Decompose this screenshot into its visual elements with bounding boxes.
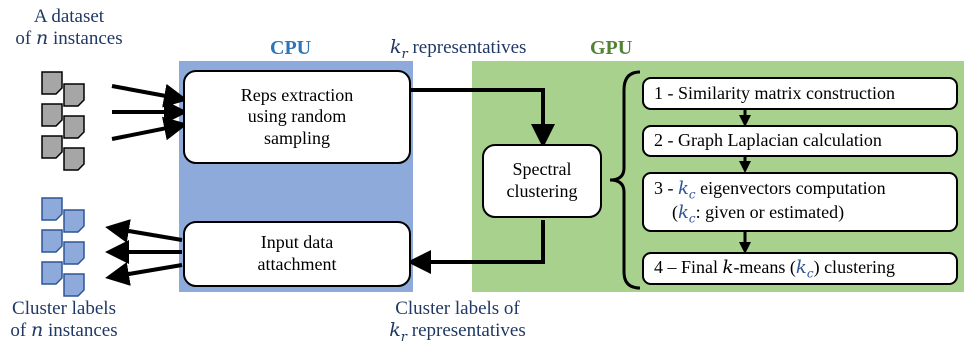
step-4-kmeans-box: 4 – Final k-means (kc) clustering — [642, 252, 958, 285]
step-4-text: 4 – Final k-means (kc) clustering — [654, 256, 896, 281]
step-3-eigenvectors-box: 3 - kc eigenvectors computation (kc: giv… — [642, 172, 958, 232]
dataset-label: A dataset of n instances — [10, 6, 128, 50]
step-3-line2: (kc: given or estimated) — [672, 202, 845, 226]
dataset-label-line2: of n instances — [15, 26, 123, 49]
step-3-line1: 3 - kc eigenvectors computation — [654, 178, 886, 202]
document-stack-gray-icon — [41, 71, 85, 171]
spectral-clustering-box: Spectral clustering — [482, 144, 602, 218]
reps-extraction-line2: using random — [247, 106, 347, 127]
step-2-text: 2 - Graph Laplacian calculation — [654, 130, 882, 151]
document-stack-blue-icon — [41, 197, 85, 297]
reps-extraction-line3: sampling — [264, 127, 330, 148]
step-2-laplacian-box: 2 - Graph Laplacian calculation — [642, 125, 958, 157]
kr-representatives-label: kr representatives — [390, 36, 527, 62]
step-1-similarity-box: 1 - Similarity matrix construction — [642, 77, 958, 110]
cluster-labels-kr-line2: kr representatives — [389, 318, 526, 345]
input-data-line1: Input data — [260, 232, 334, 253]
spectral-line2: clustering — [506, 181, 578, 201]
input-data-line2: attachment — [257, 254, 337, 274]
reps-extraction-line1: Reps extraction — [240, 84, 354, 105]
gpu-header: GPU — [590, 37, 633, 59]
step-1-text: 1 - Similarity matrix construction — [654, 82, 895, 103]
spectral-to-attachment-arrow — [407, 220, 545, 274]
cluster-labels-line2: of n instances — [10, 318, 118, 341]
cpu-header: CPU — [270, 37, 312, 59]
dataset-label-line1: A dataset — [33, 6, 105, 27]
input-arrow-3 — [111, 116, 188, 141]
reps-to-spectral-arrow — [411, 88, 555, 148]
output-arrow-1 — [105, 219, 183, 243]
input-data-attachment-box: Input data attachment — [183, 221, 411, 287]
steps-brace — [609, 70, 641, 290]
output-arrow-3 — [105, 262, 183, 286]
spectral-line1: Spectral — [512, 159, 572, 180]
reps-extraction-box: Reps extraction using random sampling — [183, 70, 411, 164]
cluster-labels-kr-line1: Cluster labels of — [395, 298, 520, 319]
input-arrow-1 — [111, 83, 188, 108]
cluster-labels-output-label: Cluster labels of n instances — [0, 298, 128, 342]
cluster-labels-line1: Cluster labels — [12, 298, 116, 319]
cluster-labels-kr-label: Cluster labels of kr representatives — [370, 298, 545, 346]
